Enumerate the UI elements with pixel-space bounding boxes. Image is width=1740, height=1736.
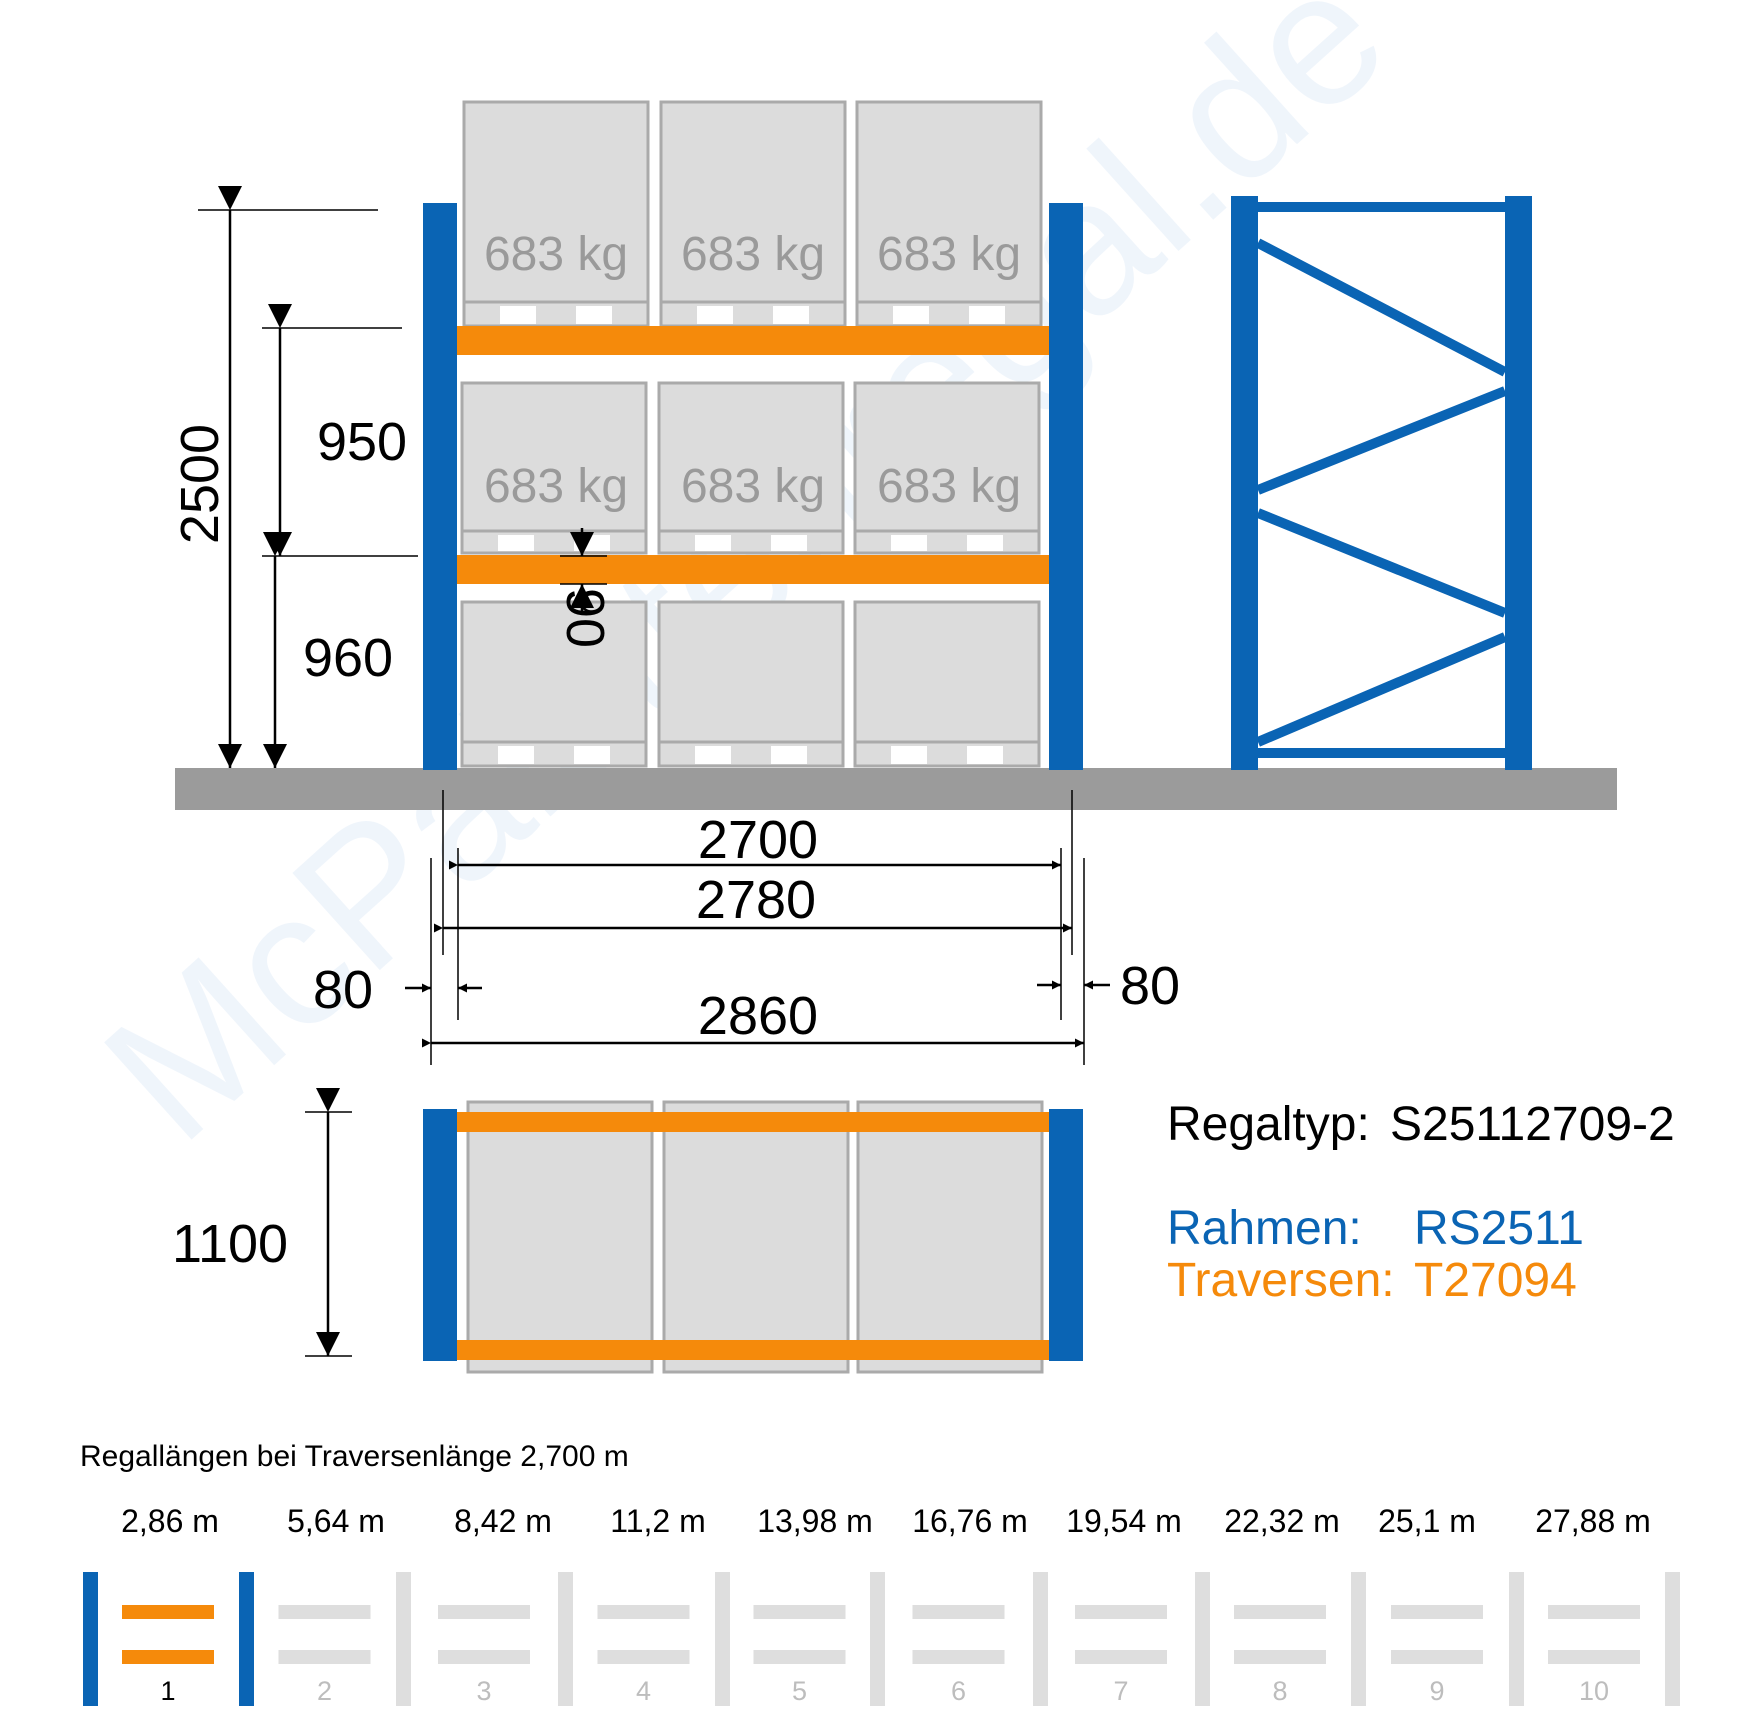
dim-level-upper: 950 xyxy=(317,412,407,472)
length-post xyxy=(558,1572,573,1706)
length-beam xyxy=(597,1605,690,1619)
length-number: 4 xyxy=(636,1676,651,1706)
lengths-title: Regallängen bei Traversenlänge 2,700 m xyxy=(80,1440,629,1473)
side-frame xyxy=(1255,202,1508,758)
length-number: 3 xyxy=(476,1676,491,1706)
pallets-top-level xyxy=(462,100,1043,328)
length-beam xyxy=(438,1650,530,1664)
dim-upright-right: 80 xyxy=(1120,956,1180,1016)
rack-type-value: S25112709-2 xyxy=(1390,1098,1675,1151)
length-value: 13,98 m xyxy=(757,1503,873,1539)
top-view-upright-right xyxy=(1049,1109,1083,1361)
length-number: 5 xyxy=(792,1676,807,1706)
length-value: 2,86 m xyxy=(121,1503,219,1539)
length-number: 8 xyxy=(1272,1676,1287,1706)
dim-level-lower: 960 xyxy=(303,628,393,688)
load-label: 683 kg xyxy=(484,460,628,513)
length-value: 19,54 m xyxy=(1066,1503,1182,1539)
length-beam xyxy=(1391,1650,1483,1664)
frame-post-right xyxy=(1505,196,1532,770)
length-post xyxy=(1665,1572,1680,1706)
length-beam xyxy=(912,1650,1005,1664)
dim-depth: 1100 xyxy=(172,1214,288,1274)
load-label: 683 kg xyxy=(877,228,1021,281)
pallets-bottom-level xyxy=(460,600,1041,768)
length-post xyxy=(1509,1572,1524,1706)
length-post xyxy=(1351,1572,1366,1706)
beam-lower xyxy=(457,555,1049,584)
length-beam xyxy=(1075,1605,1167,1619)
length-post xyxy=(870,1572,885,1706)
top-view-beam-back xyxy=(457,1340,1049,1360)
pallet-gaps xyxy=(498,306,1005,764)
length-value: 25,1 m xyxy=(1378,1503,1476,1539)
length-beam xyxy=(753,1650,846,1664)
length-post xyxy=(396,1572,411,1706)
length-number: 9 xyxy=(1429,1676,1444,1706)
dim-beam-height: 90 xyxy=(555,588,615,648)
length-beam xyxy=(278,1650,371,1664)
beam-upper xyxy=(457,326,1049,355)
length-beam xyxy=(1391,1605,1483,1619)
load-label: 683 kg xyxy=(484,228,628,281)
length-number: 6 xyxy=(951,1676,966,1706)
length-beam xyxy=(438,1605,530,1619)
frame-label: Rahmen: xyxy=(1167,1202,1362,1255)
frame-post-left xyxy=(1231,196,1258,770)
top-view-beam-front xyxy=(457,1112,1049,1132)
lengths-row: 2,86 m 1 5,64 m 2 8,42 m 3 11,2 m 4 13,98 m 5 16,7… xyxy=(83,1503,1680,1706)
length-beam xyxy=(1234,1650,1326,1664)
length-value: 22,32 m xyxy=(1224,1503,1340,1539)
rack-type-label: Regaltyp: xyxy=(1167,1098,1370,1151)
load-label: 683 kg xyxy=(681,228,825,281)
length-value: 8,42 m xyxy=(454,1503,552,1539)
length-post xyxy=(1195,1572,1210,1706)
load-label: 683 kg xyxy=(681,460,825,513)
length-beam xyxy=(597,1650,690,1664)
top-view-pallets xyxy=(466,1100,1044,1374)
beam-value: T27094 xyxy=(1414,1254,1577,1307)
dim-beam-length: 2700 xyxy=(698,810,818,870)
length-beam xyxy=(278,1605,371,1619)
length-beam xyxy=(912,1605,1005,1619)
length-value: 11,2 m xyxy=(610,1503,705,1539)
length-post xyxy=(715,1572,730,1706)
length-value: 16,76 m xyxy=(912,1503,1028,1539)
length-number: 2 xyxy=(317,1676,332,1706)
top-view-upright-left xyxy=(423,1109,457,1361)
dim-inner-width: 2780 xyxy=(696,870,816,930)
length-beam xyxy=(1234,1605,1326,1619)
dim-total-height: 2500 xyxy=(170,424,230,544)
length-beam xyxy=(753,1605,846,1619)
length-beam xyxy=(122,1650,214,1664)
beam-label: Traversen: xyxy=(1167,1254,1395,1307)
length-beam xyxy=(122,1605,214,1619)
length-post xyxy=(239,1572,254,1706)
length-beam xyxy=(1548,1650,1640,1664)
length-beam xyxy=(1548,1605,1640,1619)
length-value: 5,64 m xyxy=(287,1503,385,1539)
frame-value: RS2511 xyxy=(1414,1202,1584,1255)
upright-left xyxy=(423,203,457,770)
dim-upright-left: 80 xyxy=(313,960,373,1020)
length-post xyxy=(83,1572,98,1706)
floor xyxy=(175,768,1617,810)
length-post xyxy=(1033,1572,1048,1706)
length-number: 7 xyxy=(1113,1676,1128,1706)
length-number: 1 xyxy=(160,1676,175,1706)
dim-total-width: 2860 xyxy=(698,986,818,1046)
length-beam xyxy=(1075,1650,1167,1664)
upright-right xyxy=(1049,203,1083,770)
length-number: 10 xyxy=(1579,1676,1609,1706)
length-value: 27,88 m xyxy=(1535,1503,1651,1539)
load-label: 683 kg xyxy=(877,460,1021,513)
